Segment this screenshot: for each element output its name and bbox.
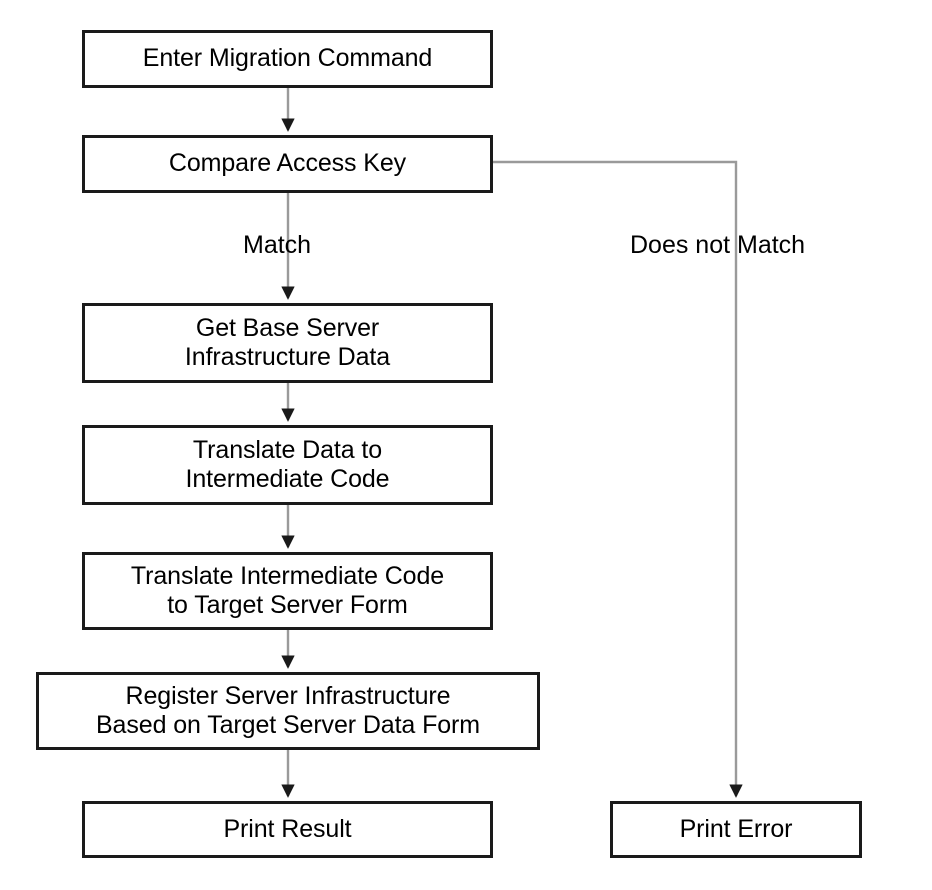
node-label: Compare Access Key — [168, 149, 407, 178]
node-label-line: Translate Intermediate Code — [130, 561, 445, 590]
edge-label-match: Match — [243, 231, 312, 259]
node-label: Translate Data to Intermediate Code — [91, 436, 484, 495]
node-label-line: Get Base Server — [195, 313, 380, 342]
node-label-line: Translate Data to — [192, 435, 383, 464]
node-label: Enter Migration Command — [142, 44, 433, 73]
node-compare-access-key[interactable]: Compare Access Key — [82, 135, 493, 193]
node-translate-data-to-intermediate-code[interactable]: Translate Data to Intermediate Code — [82, 425, 493, 505]
node-print-error[interactable]: Print Error — [610, 801, 862, 858]
node-label-line: Intermediate Code — [185, 465, 390, 493]
node-label-line: Register Server Infrastructure — [125, 681, 451, 710]
node-translate-intermediate-code-to-target-server-form[interactable]: Translate Intermediate Code to Target Se… — [82, 552, 493, 630]
node-label-line: Based on Target Server Data Form — [95, 711, 481, 739]
node-label: Translate Intermediate Code to Target Se… — [91, 562, 484, 621]
node-label: Print Result — [223, 814, 352, 843]
node-get-base-server-infrastructure-data[interactable]: Get Base Server Infrastructure Data — [82, 303, 493, 383]
node-label: Get Base Server Infrastructure Data — [91, 314, 484, 373]
node-label-line: to Target Server Form — [167, 591, 408, 619]
node-print-result[interactable]: Print Result — [82, 801, 493, 858]
node-label: Print Error — [679, 814, 793, 843]
edge-label-does-not-match: Does not Match — [630, 231, 806, 259]
edge-compare-to-print-error — [493, 160, 743, 798]
node-register-server-infrastructure[interactable]: Register Server Infrastructure Based on … — [36, 672, 540, 750]
node-label-line: Infrastructure Data — [184, 343, 391, 371]
node-label: Register Server Infrastructure Based on … — [45, 682, 531, 741]
node-enter-migration-command[interactable]: Enter Migration Command — [82, 30, 493, 88]
